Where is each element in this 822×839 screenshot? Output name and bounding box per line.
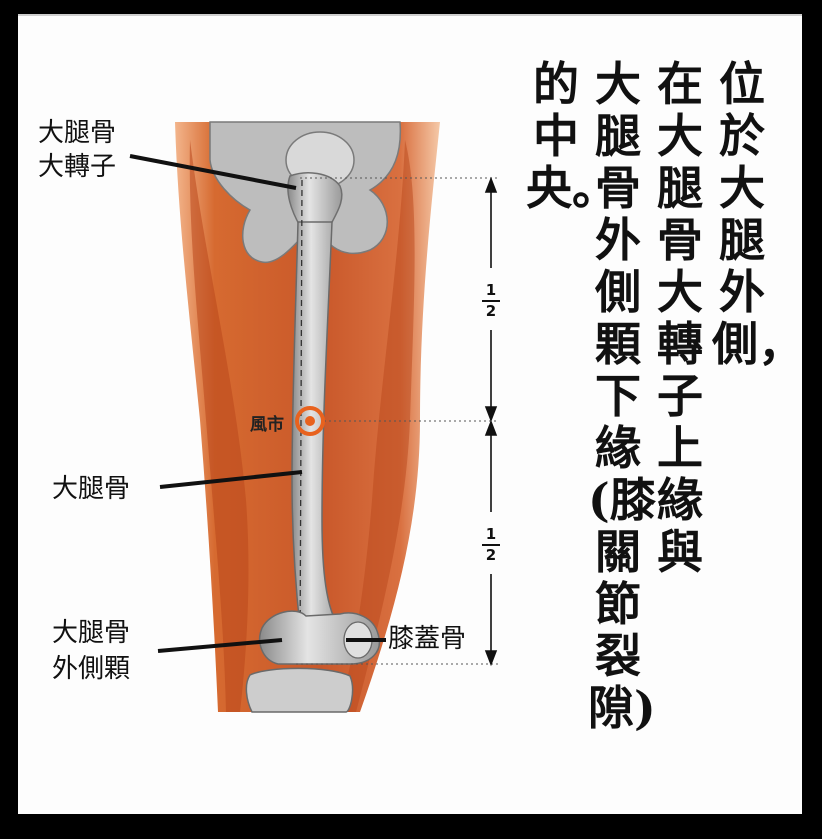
description-column-1: 位於大腿外側，	[712, 57, 804, 371]
fraction-upper-bar	[482, 300, 500, 302]
fengshi-acupoint-center	[305, 416, 315, 426]
fraction-upper-denominator: 2	[485, 302, 497, 320]
label-patella: 膝蓋骨	[388, 624, 467, 654]
dimension-arrow-lower	[484, 419, 498, 667]
leader-trochanter	[129, 154, 297, 190]
muscle-shade-left	[189, 140, 249, 712]
muscle-shade-right	[340, 140, 415, 712]
label-greater-trochanter-line1: 大腿骨	[38, 118, 117, 148]
description-column-3: 大腿骨外側顆下緣(膝關節裂隙)	[588, 57, 656, 735]
fraction-upper-numerator: 1	[485, 281, 497, 299]
fraction-lower-numerator: 1	[485, 525, 497, 543]
fraction-lower-denominator: 2	[485, 546, 497, 564]
description-column-4: 的中央。	[526, 57, 618, 215]
label-lateral-condyle-line2: 外側顆	[52, 654, 131, 684]
fraction-lower-bar	[482, 544, 500, 546]
fengshi-acupoint-marker	[295, 406, 325, 436]
label-lateral-condyle-line1: 大腿骨	[52, 618, 131, 648]
femur-dashed-line	[299, 179, 303, 661]
leader-condyle	[157, 638, 283, 653]
label-fengshi-acupoint: 風市	[250, 415, 284, 435]
label-femur: 大腿骨	[52, 474, 131, 504]
frame-top-line	[18, 14, 802, 16]
description-column-2: 在大腿骨大轉子上緣與	[657, 57, 703, 579]
tibia-head	[245, 667, 354, 713]
dimension-arrow-upper	[484, 176, 498, 423]
fraction-upper-half: 1 2	[482, 282, 500, 320]
leader-femur	[159, 470, 303, 489]
greater-trochanter	[287, 172, 343, 227]
fraction-lower-half: 1 2	[482, 526, 500, 564]
label-greater-trochanter-line2: 大轉子	[38, 152, 117, 182]
